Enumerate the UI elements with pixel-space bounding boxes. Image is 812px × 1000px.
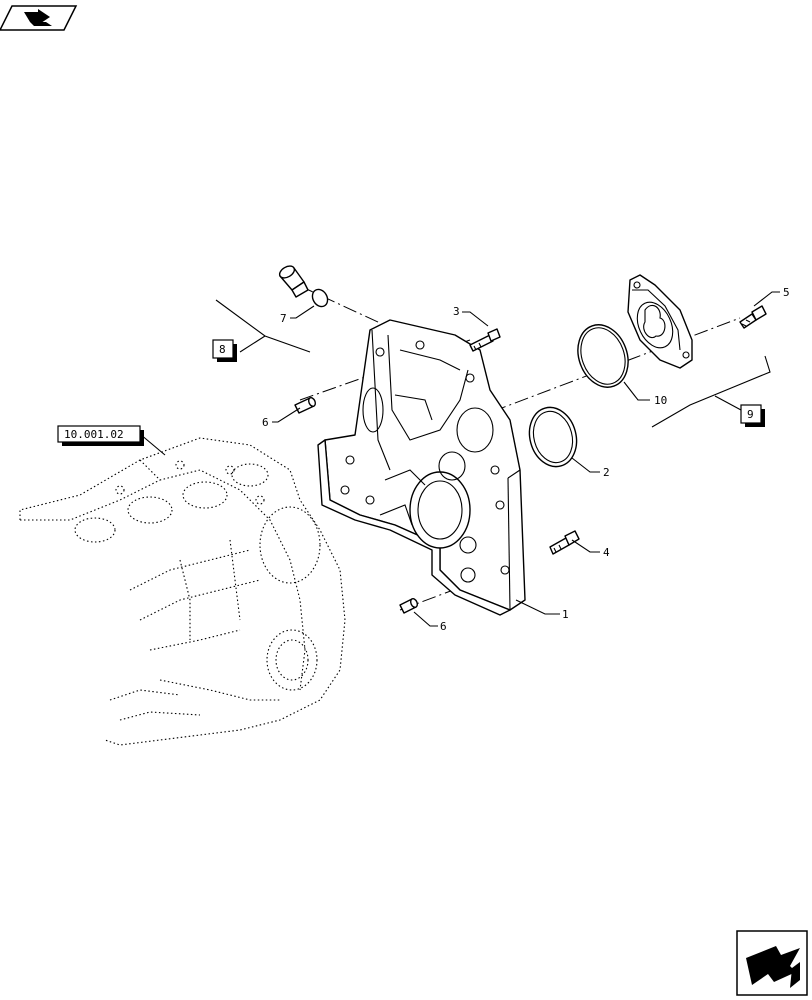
dowel-pin-6-lower — [399, 598, 419, 614]
pump-plate-9 — [627, 274, 693, 369]
timing-cover — [317, 319, 526, 616]
screw-3 — [469, 328, 501, 352]
callout-3[interactable]: 3 — [453, 305, 460, 318]
callout-box-7[interactable]: 8 — [212, 339, 237, 362]
callout-4[interactable]: 4 — [603, 546, 610, 559]
callout-5[interactable]: 5 — [783, 286, 790, 299]
callout-1[interactable]: 1 — [562, 608, 569, 621]
screw-5 — [739, 305, 767, 329]
dowel-pin-6-upper — [294, 397, 317, 414]
callout-box-9[interactable]: 9 — [740, 404, 765, 427]
callout-8[interactable]: 7 — [280, 312, 287, 325]
plug — [278, 265, 309, 298]
screw-4 — [549, 530, 580, 555]
next-page-arrow-icon[interactable] — [736, 930, 808, 996]
callout-9: 9 — [747, 408, 754, 421]
callout-6-lower[interactable]: 6 — [440, 620, 447, 633]
seal-ring-2 — [528, 406, 578, 468]
callout-7: 8 — [219, 343, 226, 356]
callout-10[interactable]: 10 — [654, 394, 667, 407]
callout-6-upper[interactable]: 6 — [262, 416, 269, 429]
book-arrow-icon[interactable] — [0, 5, 78, 31]
engine-block-outline — [19, 437, 346, 746]
o-ring-10 — [577, 324, 629, 388]
ring-8 — [311, 288, 329, 308]
reference-box[interactable]: 10.001.02 — [57, 425, 144, 446]
callout-2[interactable]: 2 — [603, 466, 610, 479]
reference-label: 10.001.02 — [64, 428, 124, 441]
